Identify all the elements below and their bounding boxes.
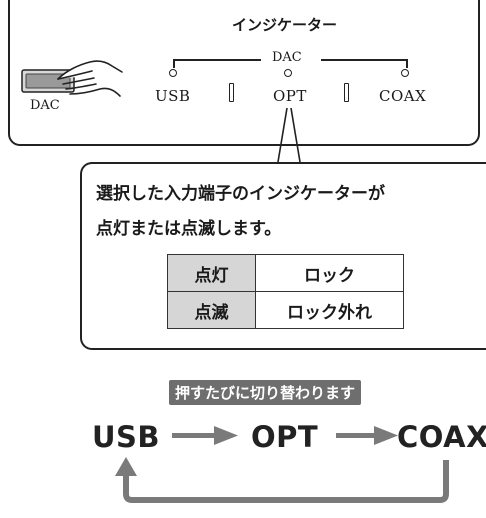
opt-indicator-lamp	[284, 69, 292, 77]
panel-divider	[344, 83, 349, 102]
state-cell: 点滅	[167, 291, 256, 329]
callout-line-1: 選択した入力端子のインジケーターが	[96, 184, 385, 204]
table-row: 点灯 ロック	[167, 254, 404, 292]
usb-port-label: USB	[155, 87, 191, 105]
arrow-up-icon	[115, 457, 137, 476]
cycle-step-opt: OPT	[251, 420, 319, 454]
dac-bracket-left-tick	[173, 59, 175, 68]
coax-indicator-lamp	[401, 69, 409, 77]
opt-port-label: OPT	[273, 87, 307, 105]
indicator-title: インジケーター	[232, 16, 338, 34]
cycle-step-usb: USB	[92, 420, 161, 454]
state-cell: 点灯	[167, 254, 256, 292]
cycle-arrows	[115, 426, 449, 503]
table-row: 点滅 ロック外れ	[167, 291, 404, 329]
coax-port-label: COAX	[379, 87, 427, 105]
front-panel	[8, 0, 480, 146]
dac-bracket-left	[173, 59, 261, 61]
meaning-cell: ロック外れ	[255, 291, 404, 329]
dac-button[interactable]	[20, 50, 140, 110]
dac-bracket-right-tick	[406, 59, 408, 68]
arrow-right-icon	[336, 426, 398, 445]
usb-indicator-lamp	[169, 69, 177, 77]
dac-group-label: DAC	[272, 50, 302, 65]
cycle-step-coax: COAX	[397, 420, 486, 454]
panel-divider	[229, 83, 234, 102]
arrow-right-icon	[172, 426, 238, 445]
callout-pointer	[277, 108, 301, 163]
dac-button-label: DAC	[30, 98, 60, 113]
hand-icon	[57, 60, 123, 97]
dac-bracket-right	[321, 59, 407, 61]
callout-line-2: 点灯または点滅します。	[96, 219, 282, 239]
indicator-state-table: 点灯 ロック 点滅 ロック外れ	[167, 254, 404, 329]
return-arrow-icon	[123, 460, 449, 503]
meaning-cell: ロック	[255, 254, 404, 292]
cycle-note-badge: 押すたびに切り替わります	[169, 380, 362, 405]
